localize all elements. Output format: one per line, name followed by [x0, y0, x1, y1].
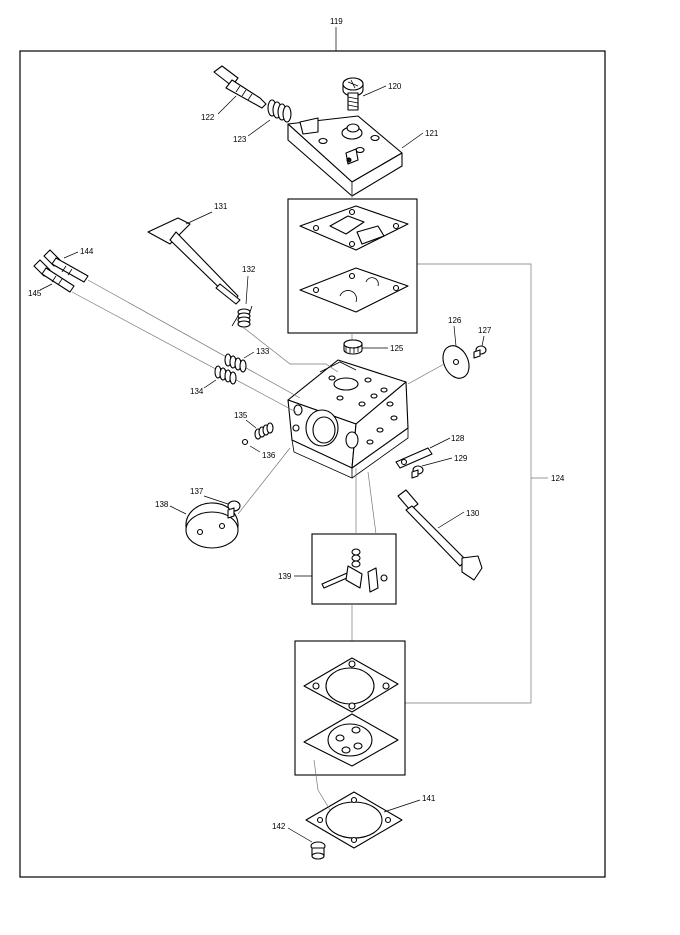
- callout-131: 131: [214, 202, 228, 211]
- leader-141: [383, 799, 421, 813]
- callout-121: 121: [425, 129, 439, 138]
- plate-126: [442, 345, 470, 379]
- spring-135: [254, 422, 274, 440]
- screen-125: [343, 339, 363, 355]
- leader-138: [169, 505, 187, 515]
- callout-125: 125: [390, 344, 404, 353]
- callout-137: 137: [190, 487, 204, 496]
- leader-126: [453, 325, 457, 347]
- callout-127: 127: [478, 326, 492, 335]
- screw-127: [473, 345, 487, 359]
- pump-gasket-box: [287, 198, 418, 334]
- callout-128: 128: [451, 434, 465, 443]
- metering-gasket-box: [294, 640, 406, 776]
- leader-122: [217, 95, 237, 115]
- leader-129: [421, 457, 453, 467]
- leader-133: [243, 351, 255, 359]
- callout-145: 145: [28, 289, 42, 298]
- lever-128: [395, 447, 433, 469]
- pump-cover-121: [287, 115, 403, 197]
- needle-axis-2: [367, 471, 377, 535]
- mixture-screw-144: [43, 249, 89, 283]
- guide-144: [87, 279, 301, 399]
- screw-120: [342, 77, 364, 111]
- leader-137: [203, 495, 229, 505]
- callout-144: 144: [80, 247, 94, 256]
- callout-126: 126: [448, 316, 462, 325]
- callout-136: 136: [262, 451, 276, 460]
- leader-126-body: [407, 363, 445, 385]
- leader-136: [249, 445, 261, 453]
- screw-137: [227, 500, 241, 519]
- leader-144: [63, 251, 79, 259]
- leader-142: [287, 827, 313, 843]
- spring-133: [224, 353, 247, 373]
- leader-132: [245, 275, 249, 305]
- assembly-frame: [19, 50, 606, 878]
- callout-141: 141: [422, 794, 436, 803]
- leader-127: [481, 335, 485, 347]
- mixture-screw-145: [33, 259, 75, 293]
- ball-136: [241, 438, 249, 446]
- spring-123: [267, 99, 292, 123]
- needle-box-139: [311, 533, 397, 605]
- guide-145: [71, 291, 297, 413]
- callout-119: 119: [330, 17, 343, 26]
- leader-131: [185, 211, 213, 225]
- callout-122: 122: [201, 113, 215, 122]
- leader-128: [429, 437, 451, 449]
- callout-124: 124: [551, 474, 565, 483]
- leader-123: [247, 119, 271, 137]
- spring-132: [231, 305, 253, 328]
- callout-130: 130: [466, 509, 480, 518]
- spring-134: [214, 365, 237, 385]
- metering-cover-141: [305, 791, 403, 849]
- leader-120: [362, 85, 387, 97]
- screw-142: [310, 841, 326, 860]
- callout-129: 129: [454, 454, 468, 463]
- callout-139: 139: [278, 572, 292, 581]
- callout-133: 133: [256, 347, 270, 356]
- bottom-axis: [313, 759, 319, 791]
- callout-120: 120: [388, 82, 402, 91]
- callout-135: 135: [234, 411, 248, 420]
- bottom-axis-2: [317, 789, 331, 811]
- shaft-guide: [243, 327, 339, 373]
- callout-123: 123: [233, 135, 247, 144]
- choke-shaft-130: [397, 489, 483, 581]
- screw-129: [411, 465, 424, 479]
- guide-138: [237, 447, 291, 515]
- leader-145: [39, 283, 53, 291]
- callout-142: 142: [272, 822, 286, 831]
- throttle-shaft-131: [147, 217, 241, 305]
- leader-121: [401, 132, 424, 149]
- carburetor-body: [287, 359, 409, 479]
- callout-138: 138: [155, 500, 169, 509]
- leader-134: [203, 379, 217, 389]
- leader-130: [437, 511, 465, 529]
- leader-135: [245, 419, 257, 429]
- plate-138: [185, 502, 239, 549]
- idle-screw-122: [213, 65, 267, 109]
- callout-134: 134: [190, 387, 204, 396]
- kit-124-bracket: [405, 263, 532, 704]
- callout-132: 132: [242, 265, 256, 274]
